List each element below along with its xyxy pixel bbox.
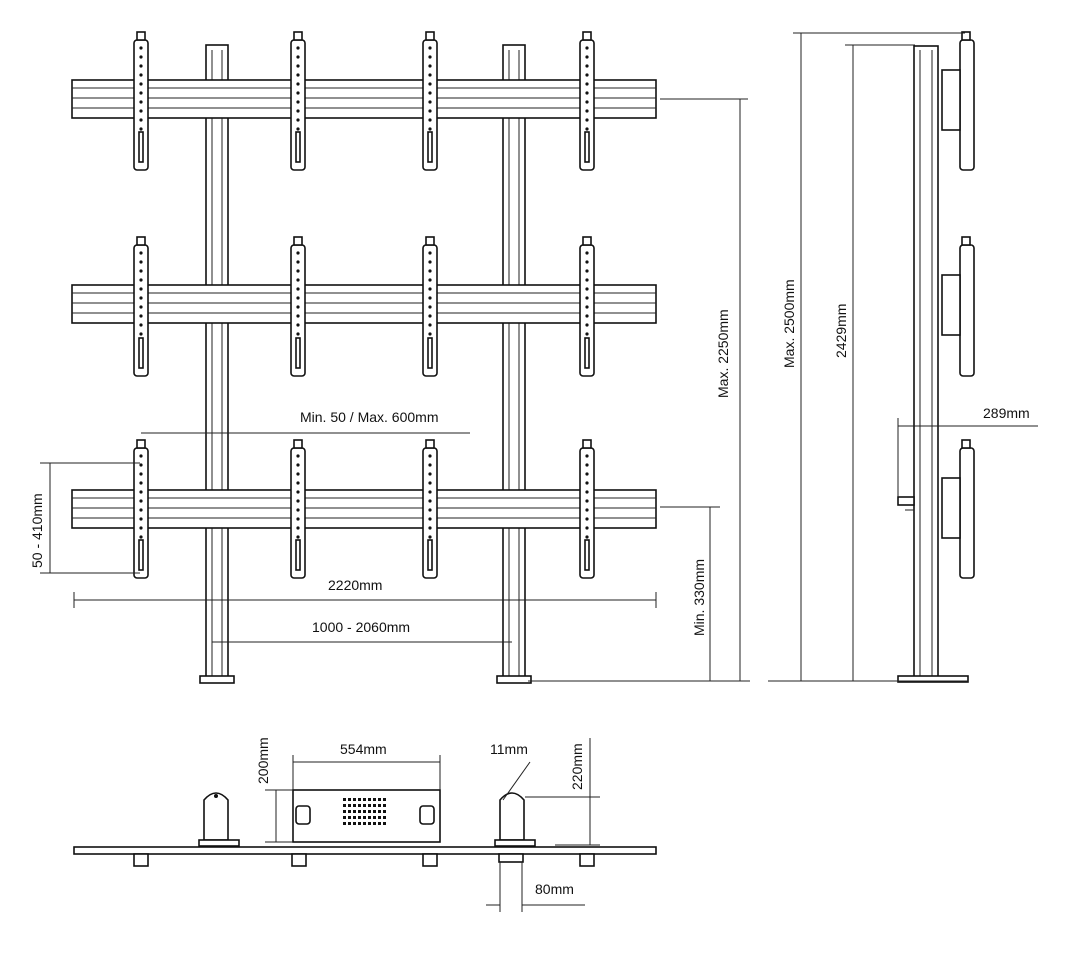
bracket-3-2 <box>290 439 306 579</box>
side-dimension-lines <box>768 32 1038 682</box>
bracket-3-1 <box>133 439 149 579</box>
rail-2 <box>71 284 657 324</box>
side-bracket-1 <box>941 31 975 171</box>
horizontal-rails <box>71 79 657 529</box>
top-dimension-lines <box>265 738 600 912</box>
mounting-brackets <box>133 31 595 579</box>
bracket-2-3 <box>422 236 438 377</box>
side-bracket-2 <box>941 236 975 377</box>
front-dimension-lines <box>40 98 750 682</box>
label-min-height: Min. 330mm <box>691 559 707 636</box>
side-bracket-3 <box>941 439 975 579</box>
bracket-3-3 <box>422 439 438 579</box>
label-pole-height: 2429mm <box>833 304 849 358</box>
label-foot-80: 80mm <box>535 881 574 897</box>
vertical-pole-left <box>199 44 235 684</box>
top-view <box>73 789 657 867</box>
bracket-1-1 <box>133 31 149 171</box>
base-vent-holes <box>343 798 386 825</box>
label-base-width: 554mm <box>340 741 387 757</box>
label-max-2500: Max. 2500mm <box>781 279 797 368</box>
label-base-height: 200mm <box>255 737 271 784</box>
side-brackets <box>941 31 975 579</box>
label-vertical-range: 50 - 410mm <box>29 493 45 568</box>
bracket-3-4 <box>579 439 595 579</box>
label-spacing: Min. 50 / Max. 600mm <box>300 409 439 425</box>
bracket-2-2 <box>290 236 306 377</box>
rail-3 <box>71 489 657 529</box>
side-view <box>897 31 975 683</box>
label-pole-spacing: 1000 - 2060mm <box>312 619 410 635</box>
bracket-1-3 <box>422 31 438 171</box>
bracket-1-4 <box>579 31 595 171</box>
label-total-width: 2220mm <box>328 577 382 593</box>
label-side-depth: 289mm <box>983 405 1030 421</box>
bracket-1-2 <box>290 31 306 171</box>
rail-1 <box>71 79 657 119</box>
label-foot-11: 11mm <box>490 741 528 757</box>
bracket-2-4 <box>579 236 595 377</box>
label-max-2250: Max. 2250mm <box>715 309 731 398</box>
bracket-2-1 <box>133 236 149 377</box>
front-view <box>71 31 657 684</box>
vertical-pole-right <box>496 44 532 684</box>
label-foot-220: 220mm <box>569 743 585 790</box>
